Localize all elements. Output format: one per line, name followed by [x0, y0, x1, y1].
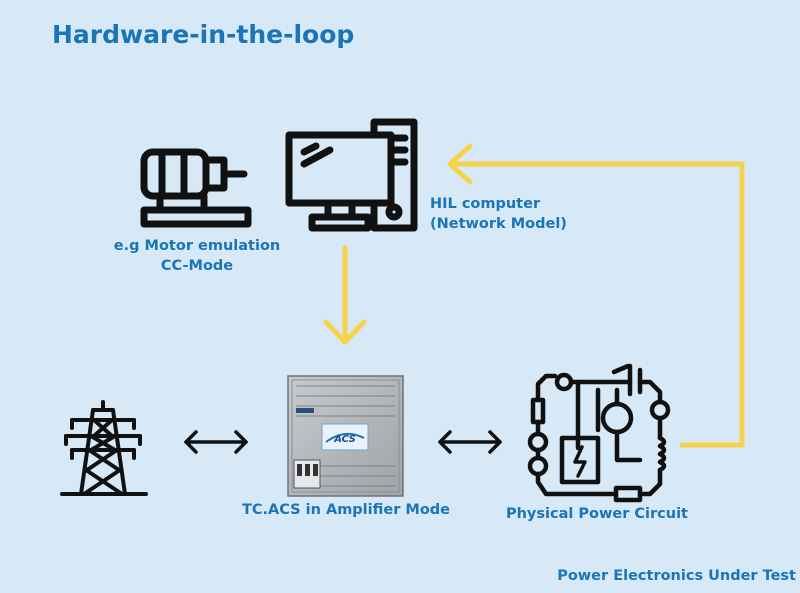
computer-icon	[285, 118, 418, 232]
power-tower-icon	[60, 400, 148, 496]
flow-arrow-hil-to-acs	[323, 245, 367, 345]
feedback-arrow-circuit-to-hil	[447, 143, 745, 448]
power-circuit-icon	[527, 363, 671, 503]
power-circuit-label: Physical Power Circuit	[505, 506, 688, 522]
motor-label-line1: e.g Motor emulation	[113, 238, 281, 254]
diagram-title: Hardware-in-the-loop	[52, 20, 355, 49]
acs-logo-text: ACS	[333, 434, 356, 445]
hil-label-line1: HIL computer	[430, 196, 541, 212]
bidirectional-arrow-acs-circuit	[438, 430, 502, 454]
hil-computer-label: HIL computer (Network Model)	[430, 194, 567, 234]
footer-label: Power Electronics Under Test	[557, 568, 796, 584]
motor-emulation-label: e.g Motor emulation CC-Mode	[84, 236, 310, 276]
acs-label: TC.ACS in Amplifier Mode	[241, 502, 451, 518]
acs-cabinet-icon: ACS	[287, 375, 404, 497]
motor-icon	[140, 148, 252, 228]
motor-label-line2: CC-Mode	[160, 258, 234, 274]
hil-label-line2: (Network Model)	[430, 216, 567, 232]
bidirectional-arrow-grid-acs	[184, 430, 248, 454]
